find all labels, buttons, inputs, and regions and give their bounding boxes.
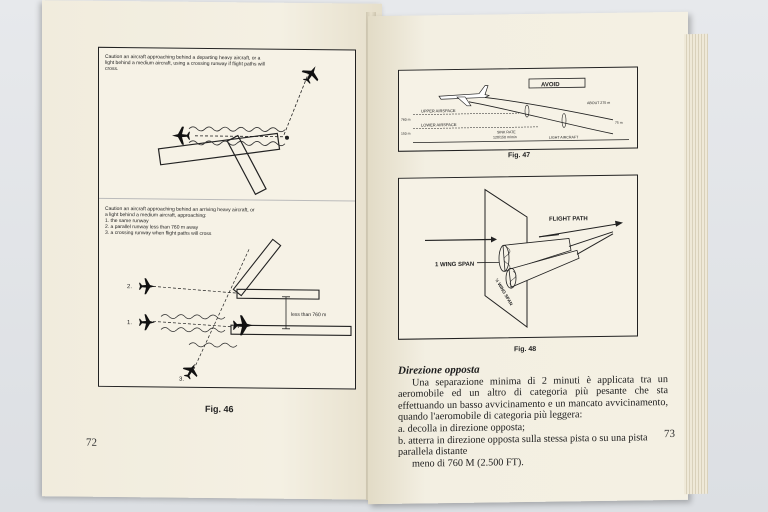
airplane-icon [139, 314, 155, 331]
left-page: Caution an aircraft approaching behind a… [42, 0, 382, 500]
sink-rate-value: 120/150 m/min [493, 135, 517, 139]
section-paragraph: Una separazione minima di 2 minuti è app… [398, 373, 668, 424]
fig47-label: Fig. 47 [508, 151, 531, 160]
right-page: AVOID UPPER AIRSPACE LOWER AIRSPACE ABOU… [368, 11, 688, 505]
fig46-frame: Caution an aircraft approaching behind a… [98, 46, 356, 390]
sink-rate: SINK RATE [497, 130, 516, 134]
airplane-icon [172, 126, 190, 145]
wake-vortex-lower [188, 140, 286, 147]
height-label: 75 m [615, 121, 623, 125]
height-label: 150 m [401, 132, 411, 136]
fig46-label: Fig. 46 [205, 403, 234, 415]
page-number-left: 72 [86, 436, 97, 449]
airplane-icon [438, 85, 491, 107]
fig47-frame: AVOID UPPER AIRSPACE LOWER AIRSPACE ABOU… [398, 66, 638, 152]
about-label: ABOUT 275 m [587, 101, 610, 105]
flight-path-label: FLIGHT PATH [549, 216, 588, 223]
fig48-label: Fig. 48 [514, 345, 537, 354]
avoid-label: AVOID [541, 82, 560, 88]
wake-vortex-upper [188, 126, 286, 133]
marker-label: 2. [127, 284, 132, 290]
section-text: Direzione opposta Una separazione minima… [398, 362, 668, 470]
fig48-diagram: FLIGHT PATH 1 WING SPAN ½ WING SPAN [425, 188, 623, 329]
distance-label: less than 760 m [291, 312, 326, 318]
marker-label: 3. [179, 377, 184, 383]
fig48-frame: FLIGHT PATH 1 WING SPAN ½ WING SPAN [398, 174, 638, 340]
marker-label: 1. [127, 320, 132, 326]
lower-airspace: LOWER AIRSPACE [421, 122, 457, 127]
airplane-icon [233, 315, 253, 336]
airplane-icon [182, 363, 198, 380]
fig46-top-diagram [157, 66, 319, 196]
fig47-diagram: AVOID UPPER AIRSPACE LOWER AIRSPACE ABOU… [401, 77, 629, 144]
height-label: 760 m [401, 118, 411, 122]
page-edges [684, 33, 708, 495]
fig46-bottom-diagram: less than 760 m 2. 1. 3. [127, 238, 352, 383]
light-aircraft: LIGHT AIRCRAFT [549, 135, 579, 139]
airplane-icon [139, 278, 155, 295]
upper-airspace: UPPER AIRSPACE [421, 108, 456, 113]
airplane-icon [301, 66, 319, 84]
wing-span-label: 1 WING SPAN [435, 262, 474, 269]
page-number-right: 73 [664, 427, 675, 441]
